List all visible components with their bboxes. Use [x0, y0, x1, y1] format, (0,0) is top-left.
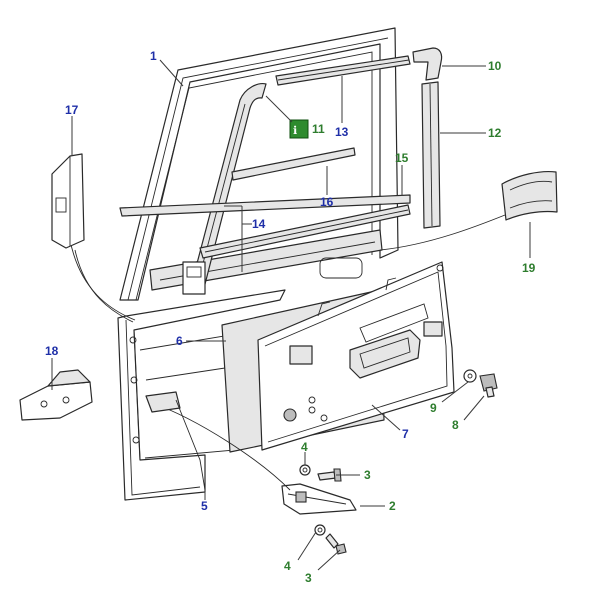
bolt-right[interactable] [479, 373, 498, 398]
check-link-rod[interactable] [145, 391, 291, 491]
corner-seal-piece[interactable] [412, 47, 443, 81]
label-3-upper: 3 [364, 468, 371, 482]
label-8: 8 [452, 418, 459, 432]
leader-lines [51, 59, 531, 571]
label-9: 9 [430, 401, 437, 415]
label-18: 18 [45, 344, 59, 358]
screw-upper[interactable] [317, 468, 342, 482]
hinge-bracket-upper[interactable] [51, 153, 85, 249]
waist-seal[interactable] [119, 194, 411, 259]
label-3-lower: 3 [305, 571, 312, 585]
label-4-upper: 4 [301, 440, 308, 454]
vertical-seal[interactable] [421, 81, 441, 229]
door-trim-casing[interactable] [257, 261, 455, 451]
washer-upper[interactable] [299, 464, 311, 476]
label-12: 12 [488, 126, 502, 140]
washer-lower[interactable] [314, 524, 326, 536]
label-13: 13 [335, 125, 349, 139]
label-11: 11 [312, 122, 325, 136]
label-17: 17 [65, 103, 79, 117]
hinge-bracket-lower[interactable] [19, 369, 93, 421]
label-10: 10 [488, 59, 502, 73]
label-6: 6 [176, 334, 183, 348]
info-icon: ℹ [293, 124, 297, 137]
glass-guide-strip[interactable] [231, 147, 356, 181]
label-19: 19 [522, 261, 536, 275]
label-4-lower: 4 [284, 559, 291, 573]
label-7: 7 [402, 427, 409, 441]
glass-run-channel[interactable] [182, 83, 267, 295]
label-1: 1 [150, 49, 157, 63]
screw-lower[interactable] [325, 533, 347, 555]
seal-piece[interactable] [501, 170, 558, 221]
label-14: 14 [252, 217, 266, 231]
door-check-strap[interactable] [281, 483, 357, 515]
label-16: 16 [320, 195, 334, 209]
label-5: 5 [201, 499, 208, 513]
label-2: 2 [389, 499, 396, 513]
top-seal-strip[interactable] [275, 55, 411, 86]
info-badge[interactable]: ℹ [289, 119, 309, 139]
label-15: 15 [395, 151, 409, 165]
washer-right[interactable] [463, 369, 477, 383]
